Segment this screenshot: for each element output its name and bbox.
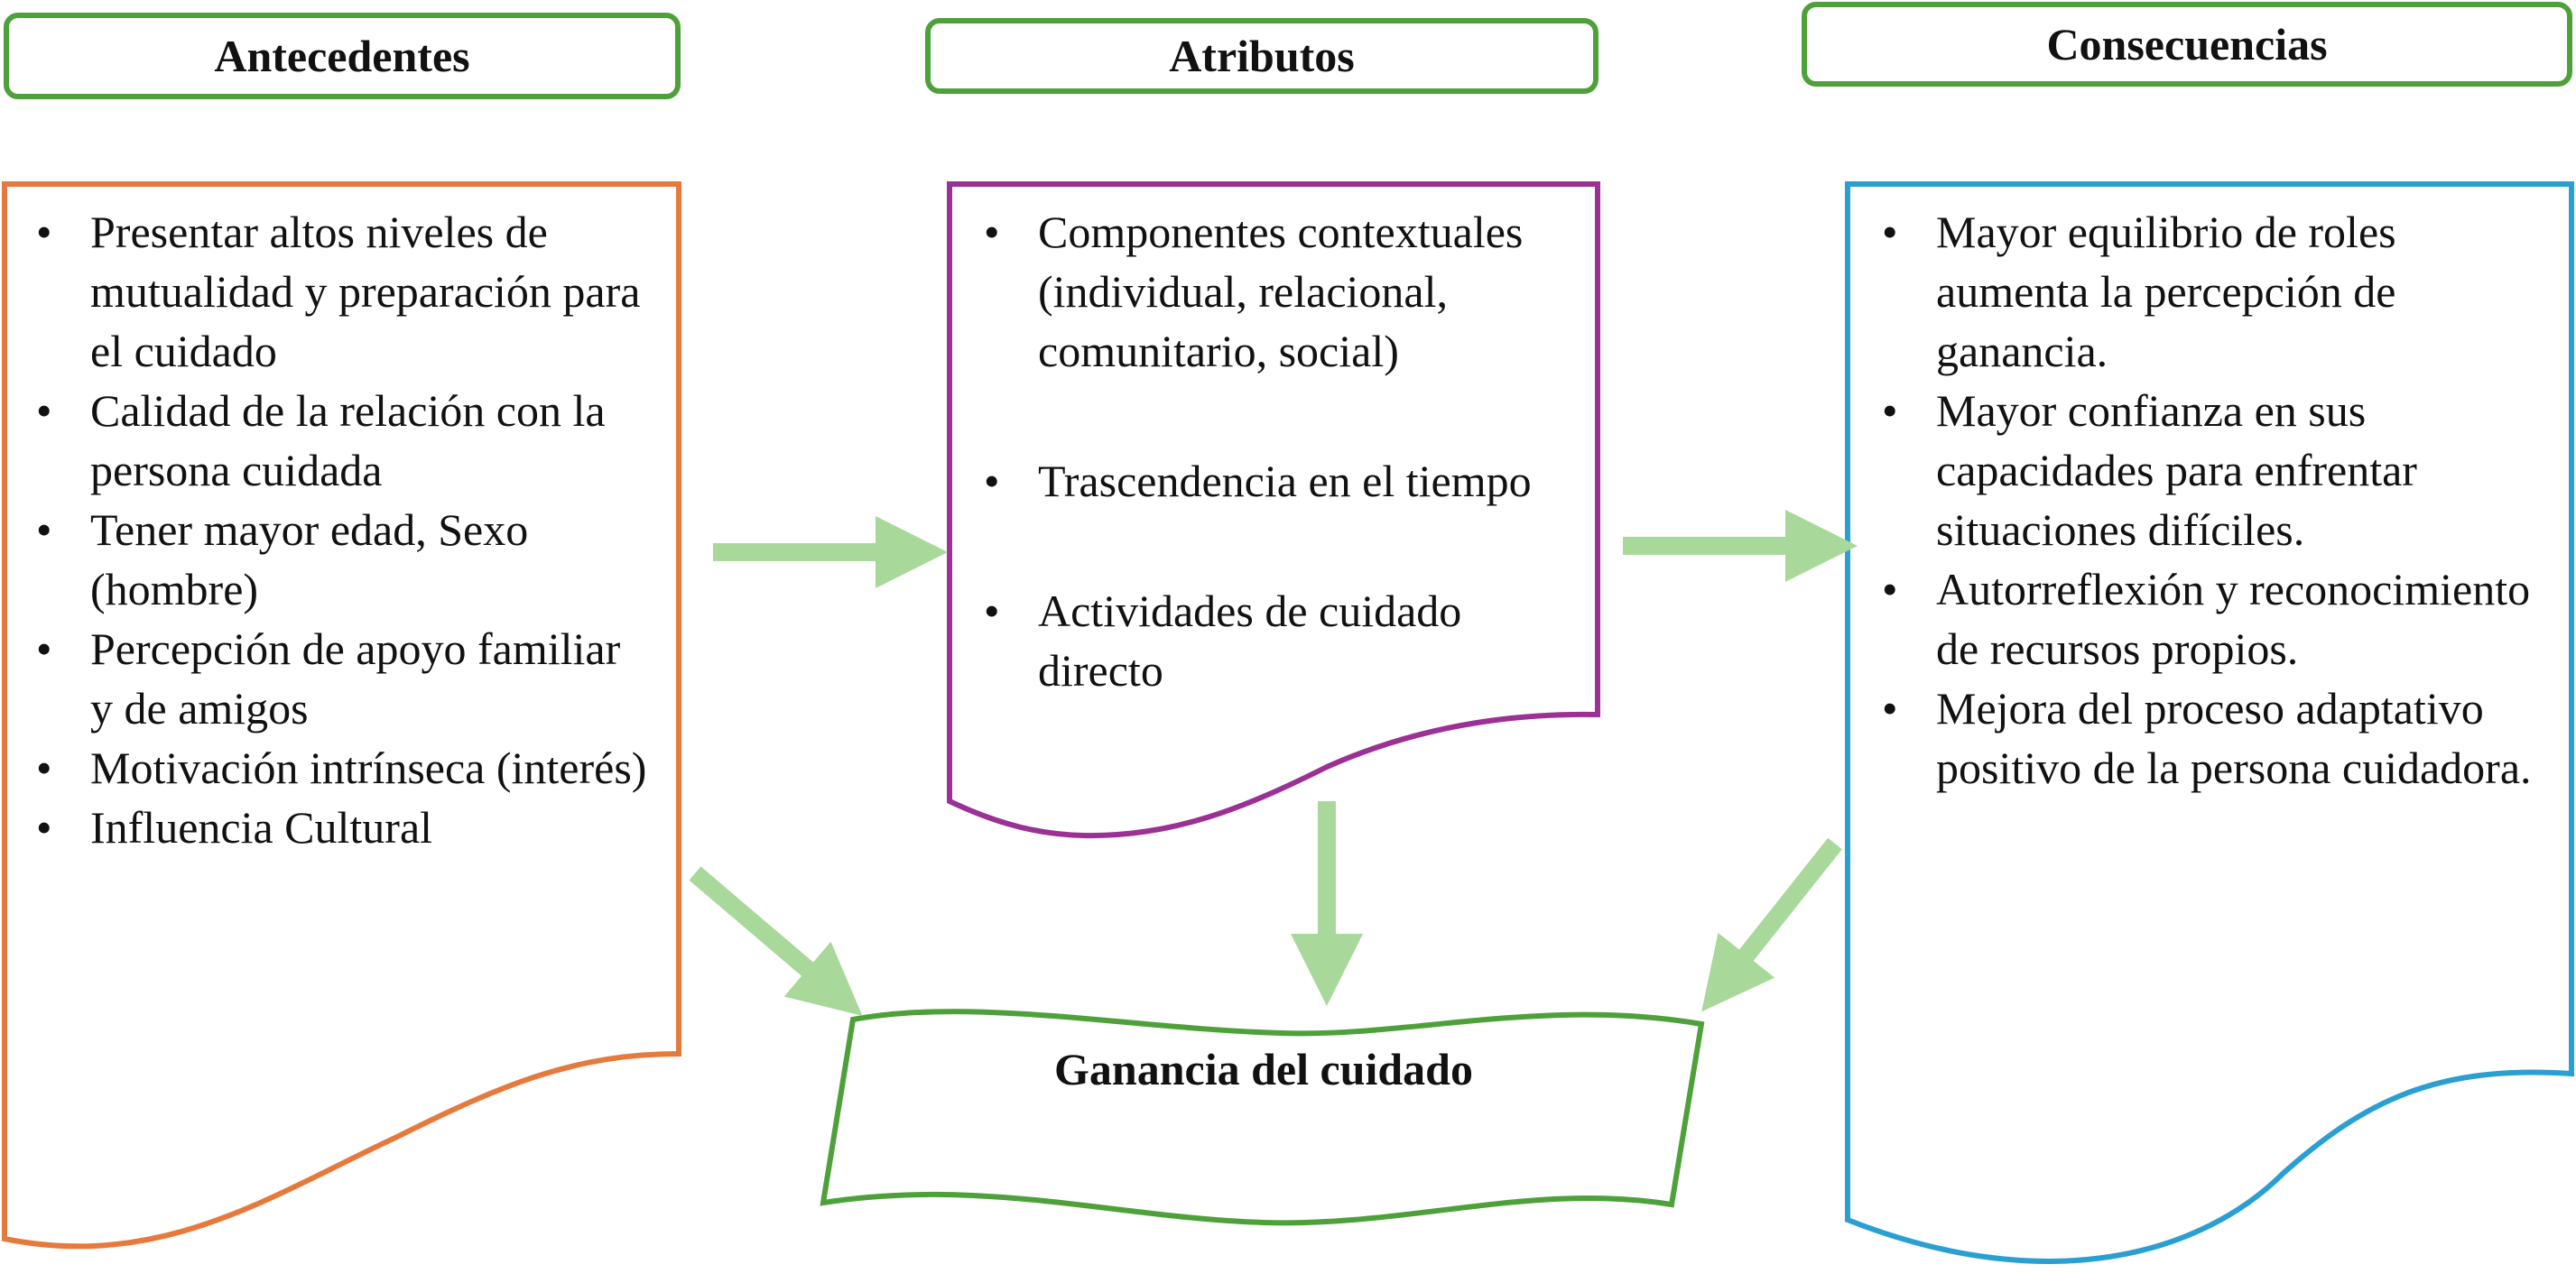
atributos-panel: Componentes contextuales (individual, re… xyxy=(984,202,1580,700)
header-consecuencias: Consecuencias xyxy=(1802,2,2572,87)
header-atributos-label: Atributos xyxy=(1169,31,1355,81)
antecedentes-item: Motivación intrínseca (interés) xyxy=(36,738,650,798)
arrow-antecedentes-to-result xyxy=(689,866,863,1016)
header-atributos: Atributos xyxy=(925,18,1598,94)
antecedentes-panel-shape xyxy=(2,181,681,1250)
antecedentes-item: Percepción de apoyo familiar y de amigos xyxy=(36,619,650,738)
atributos-list: Componentes contextuales (individual, re… xyxy=(984,202,1580,700)
antecedentes-panel: Presentar altos niveles de mutualidad y … xyxy=(36,202,650,857)
consecuencias-panel-shape xyxy=(1845,181,2574,1264)
consecuencias-panel: Mayor equilibrio de roles aumenta la per… xyxy=(1882,202,2532,798)
arrow-consecuencias-to-result xyxy=(1701,837,1842,1012)
header-antecedentes-label: Antecedentes xyxy=(214,31,470,81)
antecedentes-item: Calidad de la relación con la persona cu… xyxy=(36,381,650,500)
antecedentes-list: Presentar altos niveles de mutualidad y … xyxy=(36,202,650,857)
atributos-item: Trascendencia en el tiempo xyxy=(984,451,1580,511)
header-consecuencias-label: Consecuencias xyxy=(2046,19,2328,69)
atributos-item: Actividades de cuidado directo xyxy=(984,581,1580,700)
antecedentes-item: Influencia Cultural xyxy=(36,798,650,857)
consecuencias-list: Mayor equilibrio de roles aumenta la per… xyxy=(1882,202,2532,798)
result-label: Ganancia del cuidado xyxy=(1054,1044,1473,1094)
antecedentes-item: Presentar altos niveles de mutualidad y … xyxy=(36,202,650,381)
header-antecedentes: Antecedentes xyxy=(4,13,681,99)
consecuencias-item: Mejora del proceso adaptativo positivo d… xyxy=(1882,678,2532,798)
consecuencias-item: Mayor confianza en sus capacidades para … xyxy=(1882,381,2532,559)
antecedentes-item: Tener mayor edad, Sexo (hombre) xyxy=(36,500,650,619)
consecuencias-item: Mayor equilibrio de roles aumenta la per… xyxy=(1882,202,2532,381)
atributos-item: Componentes contextuales (individual, re… xyxy=(984,202,1580,381)
result-banner-shape xyxy=(820,1009,1705,1226)
atributos-panel-shape xyxy=(947,181,1600,839)
consecuencias-item: Autorreflexión y reconocimiento de recur… xyxy=(1882,559,2532,678)
